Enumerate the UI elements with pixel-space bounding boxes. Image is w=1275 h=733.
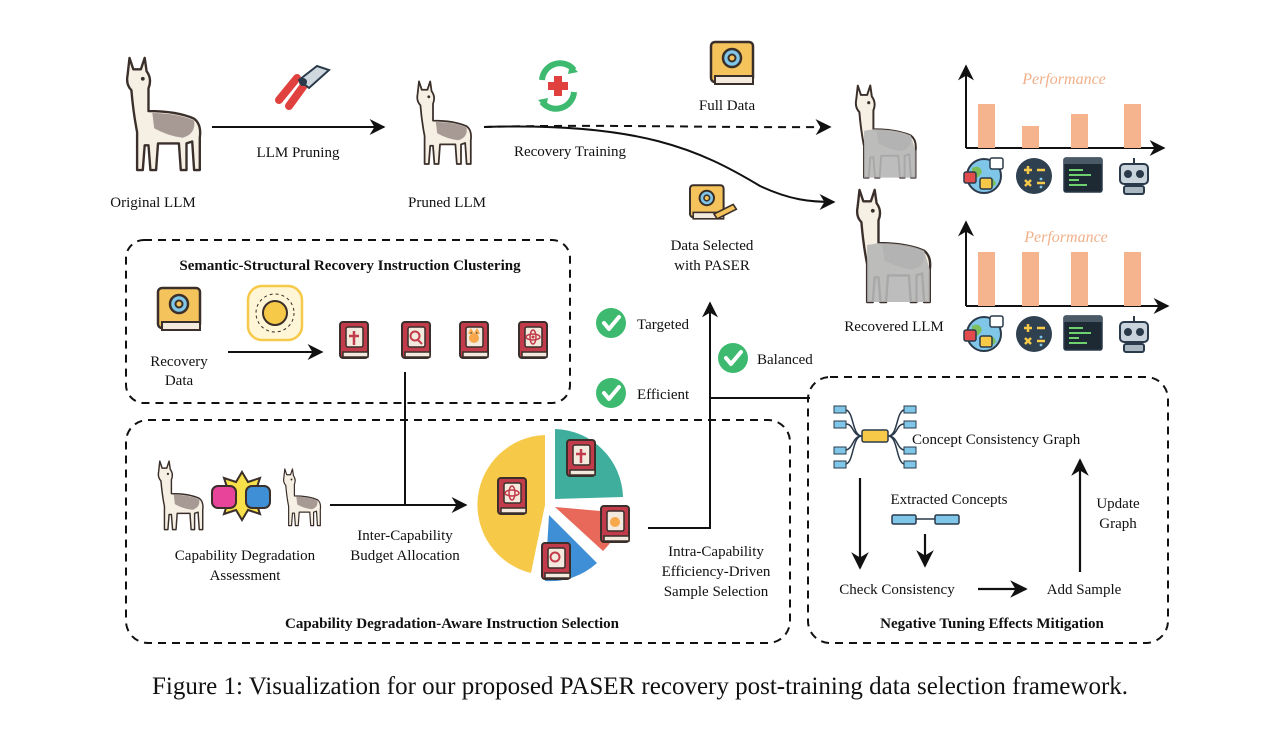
pie-book-cross-icon <box>566 439 596 477</box>
code-terminal-icon-2 <box>1063 315 1103 351</box>
assessment-line1: Capability Degradation <box>175 548 316 564</box>
check-label: Check Consistency <box>839 582 955 598</box>
bar-top-2 <box>1022 126 1039 148</box>
paser-data-arrow <box>483 125 836 210</box>
original-llm-icon <box>125 56 202 172</box>
assessment-llama-icon <box>157 460 204 531</box>
math-icon <box>1014 156 1054 196</box>
robot-icon <box>1119 157 1149 195</box>
full-data-llm-icon <box>854 84 917 179</box>
llm-pruning-label: LLM Pruning <box>257 145 340 161</box>
recycle-cross-icon <box>538 60 578 112</box>
efficient-check-icon <box>594 376 628 410</box>
recovery-data-line2: Data <box>165 373 194 389</box>
book-search-icon <box>401 321 431 359</box>
intra-line3: Sample Selection <box>664 584 769 600</box>
data-selected-line2: with PASER <box>674 258 750 274</box>
mitigation-box <box>807 376 1169 644</box>
code-terminal-icon <box>1063 157 1103 193</box>
clustering-box <box>125 239 571 404</box>
bar-bottom-1 <box>978 252 995 306</box>
targeted-label: Targeted <box>637 317 689 333</box>
selection-title: Capability Degradation-Aware Instruction… <box>285 616 620 632</box>
fist-bump-icon <box>211 470 271 522</box>
ccg-label: Concept Consistency Graph <box>912 432 1081 448</box>
book-cat-icon <box>459 321 489 359</box>
add-label: Add Sample <box>1047 582 1122 598</box>
recovered-llm-icon <box>855 188 932 304</box>
intra-line2: Efficiency-Driven <box>662 564 771 580</box>
mind-map-icon <box>833 405 917 469</box>
robot-icon-2 <box>1119 315 1149 353</box>
mitigation-title: Negative Tuning Effects Mitigation <box>880 616 1104 632</box>
pie-book-atom-icon <box>497 477 527 515</box>
performance-label-bottom: Performance <box>1023 229 1108 246</box>
budget-line2: Budget Allocation <box>350 548 460 564</box>
clustering-globe-icon <box>246 284 304 342</box>
globe-icon <box>963 157 1004 194</box>
budget-line1: Inter-Capability <box>357 528 453 544</box>
original-llm-label: Original LLM <box>110 195 195 211</box>
update-line2: Graph <box>1099 516 1137 532</box>
assessment-line2: Assessment <box>210 568 282 584</box>
bar-bottom-2 <box>1022 252 1039 306</box>
update-line1: Update <box>1096 496 1140 512</box>
performance-chart-bottom: Performance <box>958 220 1170 314</box>
performance-label-top: Performance <box>1021 71 1106 88</box>
full-data-label: Full Data <box>699 98 756 114</box>
math-icon-2 <box>1014 314 1054 354</box>
bar-bottom-3 <box>1071 252 1088 306</box>
bar-top-4 <box>1124 104 1141 148</box>
pruning-shears-icon <box>275 64 331 110</box>
balanced-check-icon <box>716 341 750 375</box>
globe-icon-2 <box>963 315 1004 352</box>
document-pen-icon <box>688 184 738 220</box>
concept-pair-icon <box>891 514 960 525</box>
book-cross-icon <box>339 321 369 359</box>
pie-book-search-icon <box>541 542 571 580</box>
recovery-data-icon <box>156 286 202 332</box>
balanced-label: Balanced <box>757 352 813 368</box>
pruned-llm-icon <box>416 80 472 165</box>
performance-chart-top: Performance <box>958 64 1166 156</box>
clustering-title: Semantic-Structural Recovery Instruction… <box>179 258 521 274</box>
intra-line1: Intra-Capability <box>668 544 764 560</box>
gear-book-icon <box>709 40 755 86</box>
efficient-label: Efficient <box>637 387 690 403</box>
assessment-pruned-llama-icon <box>283 468 322 527</box>
book-atom-icon <box>518 321 548 359</box>
recovered-llm-label: Recovered LLM <box>844 319 944 335</box>
targeted-check-icon <box>594 306 628 340</box>
figure-caption: Figure 1: Visualization for our proposed… <box>152 673 1128 700</box>
bar-bottom-4 <box>1124 252 1141 306</box>
data-selected-line1: Data Selected <box>671 238 754 254</box>
pie-book-cat-icon <box>600 505 630 543</box>
bar-top-3 <box>1071 114 1088 148</box>
bar-top-1 <box>978 104 995 148</box>
extracted-label: Extracted Concepts <box>890 492 1007 508</box>
pruned-llm-label: Pruned LLM <box>408 195 486 211</box>
recovery-data-line1: Recovery <box>150 354 208 370</box>
recovery-training-label: Recovery Training <box>514 144 627 160</box>
selection-box <box>125 419 791 644</box>
